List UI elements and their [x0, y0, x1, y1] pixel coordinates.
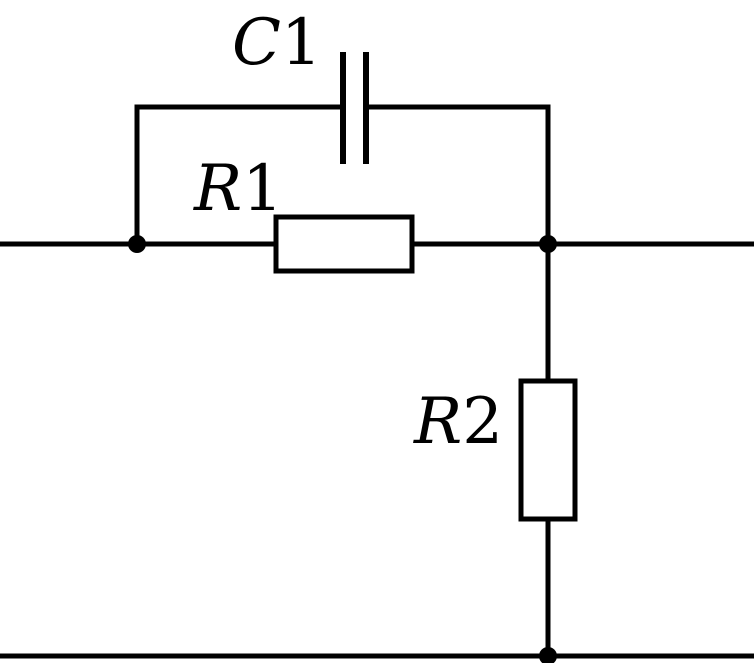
resistor-r1: [273, 214, 415, 274]
capacitor-branch-left: [134, 104, 343, 244]
label-c1: C1: [232, 6, 322, 80]
label-r1-number: 1: [242, 152, 283, 226]
label-r2: R2: [413, 385, 503, 459]
resistor-r2: [518, 378, 578, 522]
label-r2-letter: R: [413, 385, 462, 459]
capacitor-c1: [340, 52, 369, 164]
label-c1-number: 1: [281, 6, 322, 80]
junction-node-left: [128, 235, 146, 253]
label-r1: R1: [193, 152, 283, 226]
capacitor-branch-right: [366, 104, 551, 244]
label-r2-number: 2: [462, 385, 503, 459]
junction-node-right: [539, 235, 557, 253]
label-c1-letter: C: [232, 6, 281, 80]
junction-node-bottom: [539, 647, 557, 663]
label-r1-letter: R: [193, 152, 242, 226]
